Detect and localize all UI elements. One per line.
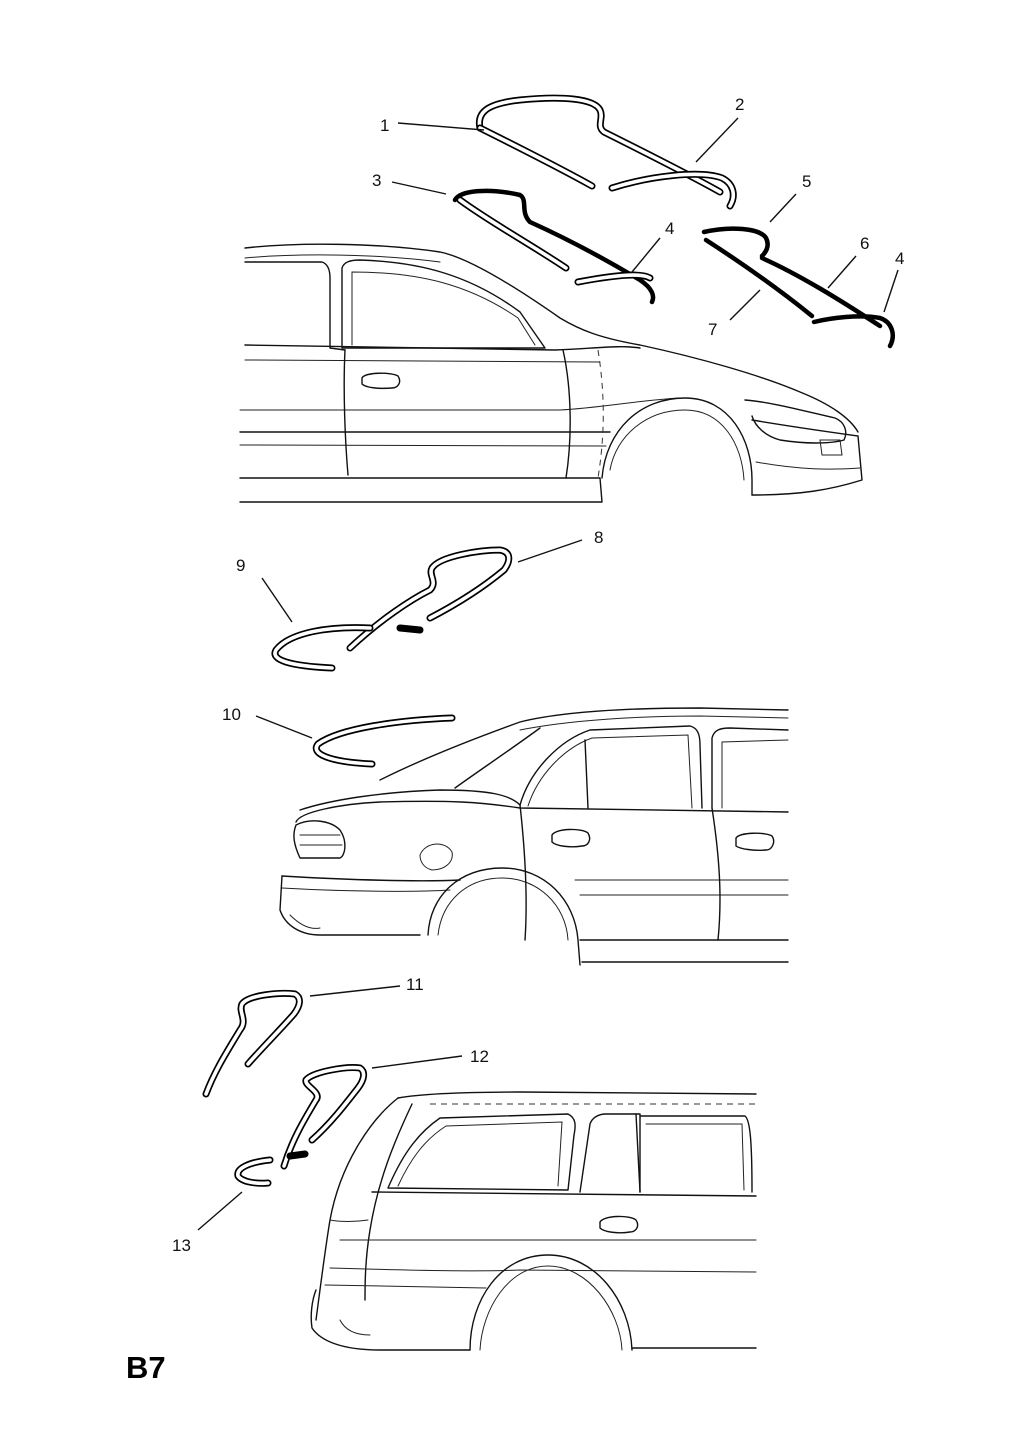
- callout-6: 6: [860, 234, 869, 253]
- sedan-front-side-view: [239, 243, 863, 503]
- seal-strips-bottom: [202, 989, 368, 1187]
- callout-1: 1: [380, 116, 389, 135]
- callout-10: 10: [222, 705, 241, 724]
- callout-11: 11: [406, 975, 424, 994]
- callout-labels: 1 2 3 4 5 6 4 7 8 9 10 11 12 13: [172, 95, 904, 1255]
- callout-2: 2: [735, 95, 744, 114]
- callout-9: 9: [236, 556, 245, 575]
- callout-12: 12: [470, 1047, 489, 1066]
- callout-5: 5: [802, 172, 811, 191]
- sedan-rear-side-view: [279, 707, 789, 966]
- callout-4: 4: [665, 219, 674, 238]
- callout-3: 3: [372, 171, 381, 190]
- callout-8: 8: [594, 528, 603, 547]
- callout-4-lower: 4: [895, 249, 904, 268]
- seal-strips-middle: [271, 546, 513, 768]
- callout-13: 13: [172, 1236, 191, 1255]
- estate-rear-side-view: [310, 1091, 757, 1351]
- leader-lines: [197, 117, 899, 1231]
- seal-strips-top: [452, 94, 895, 349]
- sheet-code: B7: [126, 1350, 166, 1385]
- callout-7: 7: [708, 320, 717, 339]
